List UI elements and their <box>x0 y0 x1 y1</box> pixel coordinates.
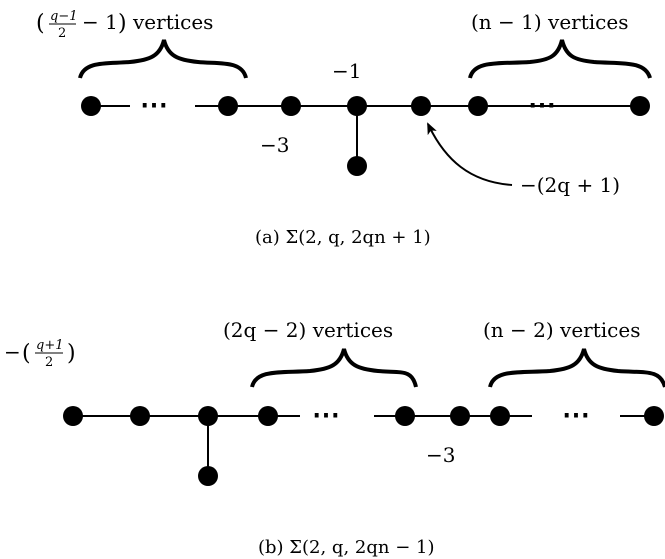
left-group-frac-num: q−1 <box>50 9 78 24</box>
vertex <box>630 96 650 116</box>
figure-a-right-brace <box>468 39 652 79</box>
figure-a-weight-bottom: −3 <box>260 133 289 157</box>
left-group-rest: − 1 <box>82 10 118 34</box>
figure-a-ellipsis-right: ⋯ <box>528 88 556 121</box>
figure-a-left-group-label: ( q−1 2 − 1 ) vertices <box>36 9 213 41</box>
vertex <box>63 406 83 426</box>
figure-b-right-brace <box>488 348 665 388</box>
vertex <box>258 406 278 426</box>
figure-b-right-group-label: (n − 2) vertices <box>483 318 640 342</box>
svg-text:(: ( <box>36 11 45 36</box>
figure-a-left-brace <box>78 39 248 79</box>
vertex <box>395 406 415 426</box>
figure-b-mid-group-label: (2q − 2) vertices <box>223 318 393 342</box>
vertex-leaf <box>347 156 367 176</box>
left-weight-prefix: − <box>4 340 21 364</box>
figure-a-ellipsis-left: ⋯ <box>140 88 168 121</box>
figure-b-ellipsis-mid: ⋯ <box>312 398 340 431</box>
vertex <box>411 96 431 116</box>
left-group-unit: vertices <box>132 10 213 34</box>
figure-a-vertices <box>81 96 650 176</box>
svg-text:(: ( <box>22 341 31 366</box>
vertex-leaf <box>198 466 218 486</box>
figure-b-ellipsis-right: ⋯ <box>562 398 590 431</box>
vertex <box>130 406 150 426</box>
figure-a-weight-top: −1 <box>332 59 361 83</box>
vertex <box>468 96 488 116</box>
svg-text:): ) <box>118 11 127 36</box>
svg-text:): ) <box>67 341 76 366</box>
figure-b-left-weight: − ( q+1 2 ) <box>4 338 76 370</box>
vertex <box>644 406 664 426</box>
figure-a-edges <box>91 105 640 166</box>
figure-a-right-group-label: (n − 1) vertices <box>471 10 628 34</box>
left-weight-frac-den: 2 <box>45 355 53 370</box>
figure-a-weight-arrow: −(2q + 1) <box>520 173 620 197</box>
vertex-central <box>198 406 218 426</box>
vertex <box>81 96 101 116</box>
figure-b-mid-brace <box>250 348 418 388</box>
figure-b-caption: (b) Σ(2, q, 2qn − 1) <box>258 537 434 558</box>
figure-b-vertices <box>63 406 664 486</box>
vertex <box>450 406 470 426</box>
vertex <box>218 96 238 116</box>
figure-b-weight-bottom: −3 <box>426 443 455 467</box>
left-weight-frac-num: q+1 <box>36 338 64 353</box>
figure-a-caption: (a) Σ(2, q, 2qn + 1) <box>255 227 431 248</box>
vertex <box>490 406 510 426</box>
vertex-central <box>347 96 367 116</box>
figure-a-arrow <box>427 122 513 186</box>
vertex <box>281 96 301 116</box>
figure-b: − ( q+1 2 ) (2q − 2) vertices (n − 2) ve… <box>4 318 665 558</box>
figure-a: ( q−1 2 − 1 ) vertices (n − 1) vertices … <box>36 9 652 248</box>
left-group-frac-den: 2 <box>58 26 66 41</box>
